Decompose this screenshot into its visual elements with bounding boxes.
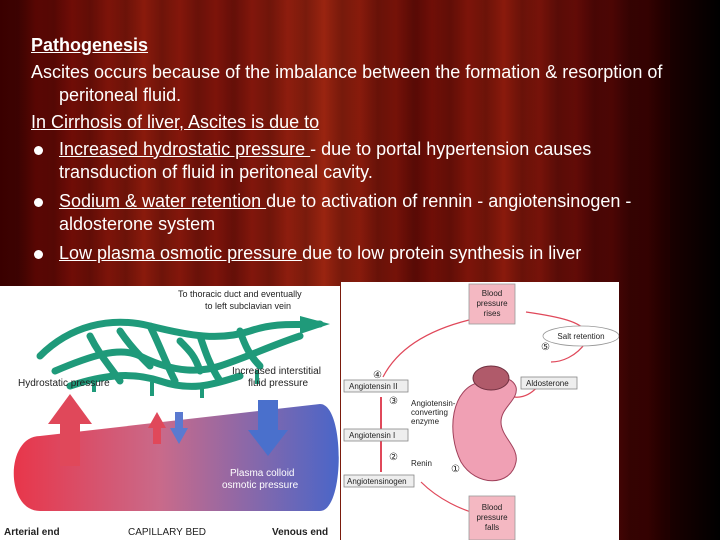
aldosterone-label: Aldosterone bbox=[526, 379, 569, 388]
slide-heading: Pathogenesis bbox=[31, 35, 149, 55]
intro-paragraph: Ascites occurs because of the imbalance … bbox=[31, 62, 663, 105]
capillary-bed-label: CAPILLARY BED bbox=[128, 527, 206, 538]
slide-text: Pathogenesis Ascites occurs because of t… bbox=[31, 34, 671, 271]
raas-boxes bbox=[468, 283, 516, 541]
bullet-dot-icon bbox=[34, 198, 43, 207]
lymph-branch-arrows bbox=[92, 370, 259, 398]
hydrostatic-arrow-small bbox=[148, 412, 166, 444]
bullet-dot-icon bbox=[34, 146, 43, 155]
interstitial-label-1: Increased interstitial bbox=[232, 366, 321, 377]
arterial-end-label: Arterial end bbox=[4, 527, 60, 538]
ace-label-2: converting bbox=[411, 408, 448, 417]
ace-label-1: Angiotensin- bbox=[411, 399, 456, 408]
thoracic-label-1: To thoracic duct and eventually bbox=[178, 289, 302, 299]
step-2: ② bbox=[389, 452, 398, 463]
bullet-term: Low plasma osmotic pressure bbox=[59, 243, 303, 263]
raas-label-boxes bbox=[343, 376, 578, 488]
bp-rises-1: Blood bbox=[482, 289, 502, 298]
subheading: In Cirrhosis of liver, Ascites is due to bbox=[31, 112, 320, 132]
osmotic-arrow-large bbox=[248, 400, 288, 456]
interstitial-label-2: fluid pressure bbox=[248, 378, 308, 389]
bullet-text: due to activation of rennin - angiotensi… bbox=[59, 191, 632, 234]
step-3: ③ bbox=[389, 396, 398, 407]
bullet-list: Increased hydrostatic pressure - due to … bbox=[31, 138, 671, 265]
bullet-text: - due to portal hypertension causes tran… bbox=[59, 139, 592, 182]
thoracic-label-2: to left subclavian vein bbox=[205, 301, 291, 311]
bullet-term: Increased hydrostatic pressure bbox=[59, 139, 311, 159]
bp-rises-3: rises bbox=[484, 309, 501, 318]
bp-falls-2: pressure bbox=[476, 513, 508, 522]
angiotensin-1-label: Angiotensin I bbox=[349, 431, 395, 440]
bp-falls-1: Blood bbox=[482, 503, 502, 512]
hydrostatic-arrow-large bbox=[48, 394, 92, 466]
bullet-item: Increased hydrostatic pressure - due to … bbox=[31, 138, 671, 184]
curtain-edge bbox=[670, 0, 720, 540]
venous-end-label: Venous end bbox=[272, 527, 328, 538]
step-5: ⑤ bbox=[541, 342, 550, 353]
bp-falls-3: falls bbox=[485, 523, 499, 532]
renin-label: Renin bbox=[411, 459, 432, 468]
angiotensin-2-label: Angiotensin II bbox=[349, 382, 397, 391]
bullet-item: Low plasma osmotic pressure due to low p… bbox=[31, 242, 671, 265]
capillary-bed-figure: To thoracic duct and eventually to left … bbox=[0, 286, 340, 540]
angiotensinogen-label: Angiotensinogen bbox=[347, 477, 407, 486]
bullet-item: Sodium & water retention due to activati… bbox=[31, 190, 671, 236]
raas-figure: Blood pressure rises Blood pressure fall… bbox=[341, 282, 620, 541]
osmotic-arrow-small bbox=[170, 412, 188, 444]
hydrostatic-label: Hydrostatic pressure bbox=[18, 378, 110, 389]
salt-retention-label: Salt retention bbox=[557, 332, 604, 341]
adrenal-gland-icon bbox=[472, 365, 510, 391]
colloid-label-1: Plasma colloid bbox=[230, 468, 294, 479]
bullet-text: due to low protein synthesis in liver bbox=[302, 243, 582, 263]
kidney-icon bbox=[452, 365, 517, 482]
bp-rises-2: pressure bbox=[476, 299, 508, 308]
colloid-label-2: osmotic pressure bbox=[222, 480, 299, 491]
step-1: ① bbox=[451, 464, 460, 475]
lymph-arrow bbox=[300, 316, 330, 334]
bullet-term: Sodium & water retention bbox=[59, 191, 267, 211]
ace-label-3: enzyme bbox=[411, 417, 440, 426]
step-4: ④ bbox=[373, 370, 382, 381]
lymphatic-network bbox=[36, 318, 324, 390]
bullet-dot-icon bbox=[34, 250, 43, 259]
